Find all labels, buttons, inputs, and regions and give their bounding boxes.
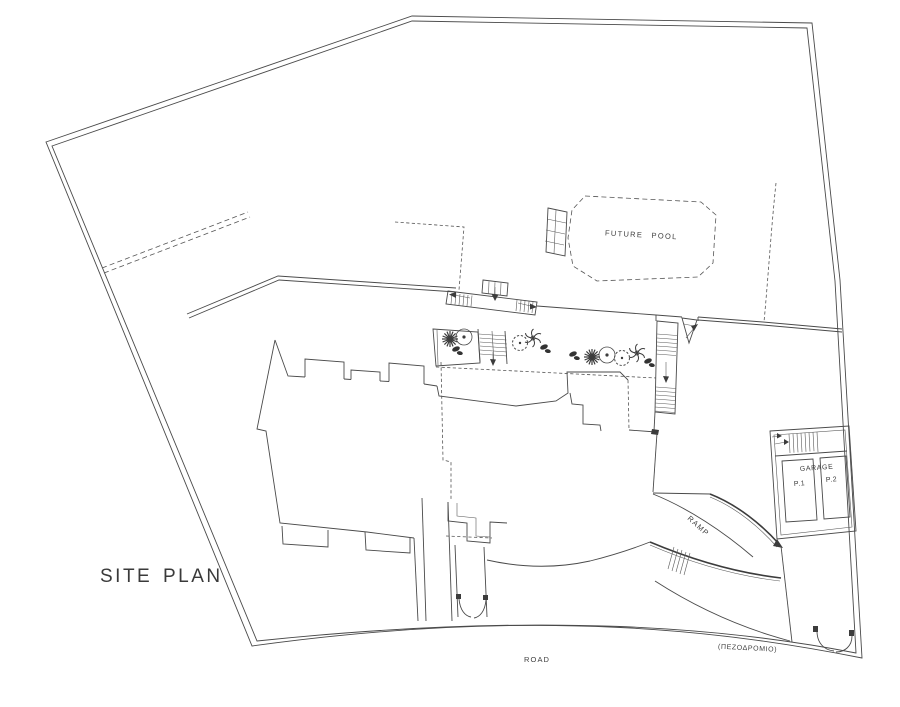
north-wing bbox=[445, 279, 538, 316]
roof-bump-a bbox=[304, 358, 345, 379]
drawing-title: SITE PLAN bbox=[100, 566, 223, 587]
parking-2-label: P.2 bbox=[826, 476, 838, 484]
parking-stall-2 bbox=[819, 455, 851, 520]
winder-stair bbox=[681, 317, 698, 345]
boundary-gate bbox=[813, 626, 854, 653]
courtyard-terrace bbox=[432, 305, 843, 379]
garage-label: GARAGE bbox=[800, 464, 834, 473]
stair-tower bbox=[651, 320, 679, 435]
walkway-gate bbox=[456, 594, 488, 619]
road-label: ROAD bbox=[524, 655, 550, 664]
parking-stall-1 bbox=[781, 458, 818, 523]
entrance-walkway bbox=[413, 497, 508, 622]
main-building bbox=[256, 339, 657, 554]
property-boundary bbox=[45, 15, 863, 659]
ramp-group: RAMP bbox=[486, 432, 793, 643]
sidewalk-label: (ΠΕΖΟΔΡΟΜΙΟ) bbox=[718, 644, 777, 654]
roof-bump-b bbox=[350, 369, 381, 381]
yard-divider-wall bbox=[697, 316, 843, 333]
ramp-steps bbox=[667, 546, 691, 576]
ramp-label: RAMP bbox=[686, 514, 711, 538]
north-wing-left-stair bbox=[449, 292, 473, 307]
plants bbox=[441, 328, 656, 368]
north-wing-right-stair bbox=[515, 299, 537, 314]
south-bump-a bbox=[281, 525, 329, 548]
pool-steps bbox=[544, 207, 568, 257]
north-wing-top-landing bbox=[481, 279, 509, 301]
parking-1-label: P.1 bbox=[794, 480, 806, 488]
future-pool-label: FUTURE POOL bbox=[605, 228, 678, 241]
roof-bump-c bbox=[388, 362, 425, 384]
south-bump-b bbox=[364, 531, 411, 554]
future-pool-group: FUTURE POOL bbox=[544, 195, 717, 282]
garage-group: GARAGE P.1 P.2 bbox=[769, 425, 857, 540]
courtyard-central-stair bbox=[477, 328, 508, 366]
setback-dashed-lines bbox=[101, 182, 777, 323]
garage-stair bbox=[771, 431, 819, 454]
pool-outline bbox=[567, 195, 717, 282]
garden-wall bbox=[186, 275, 457, 319]
